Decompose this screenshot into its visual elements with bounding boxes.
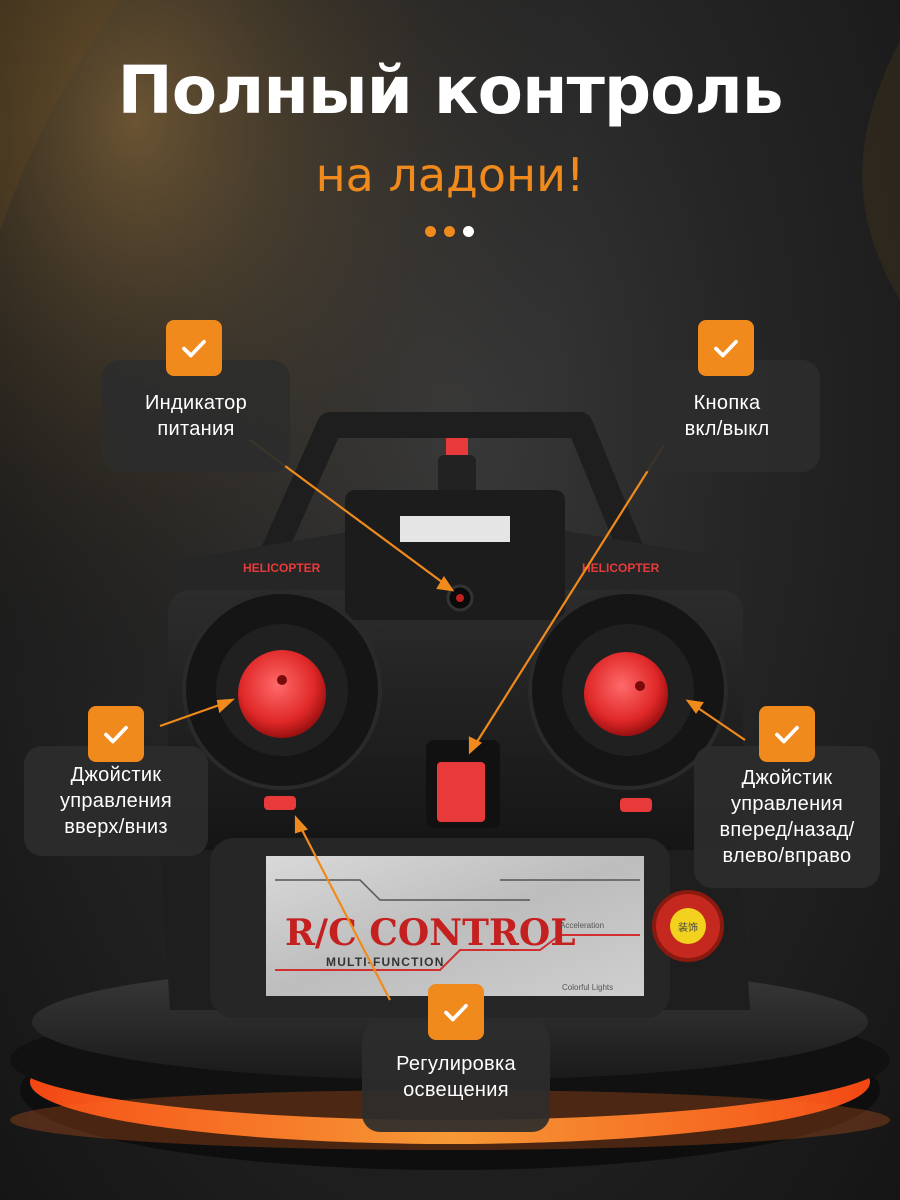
pager-dot-active[interactable]	[463, 226, 474, 237]
brand-left: HELICOPTER	[243, 561, 321, 575]
callout-power-indicator: Индикатор питания	[102, 360, 290, 472]
check-icon	[104, 725, 128, 744]
brand-right: HELICOPTER	[582, 561, 660, 575]
plate-acceleration-label: Acceleration	[560, 921, 604, 930]
check-icon	[444, 1003, 468, 1022]
right-joystick-knob	[584, 652, 668, 736]
callout-joystick-left-text: Джойстик управления вверх/вниз	[59, 764, 173, 838]
pager-dot[interactable]	[425, 226, 436, 237]
pointer-left-joystick	[159, 701, 226, 728]
check-badge	[698, 320, 754, 376]
callout-lights: Регулировка освещения	[362, 1022, 550, 1132]
check-icon	[714, 339, 738, 358]
check-icon	[182, 339, 206, 358]
pointer-power-button	[474, 444, 665, 746]
pointer-lights	[299, 825, 391, 1001]
check-badge	[88, 706, 144, 762]
check-badge	[759, 706, 815, 762]
callout-power-indicator-text: Индикатор питания	[144, 392, 248, 440]
callout-power-button: Кнопка вкл/выкл	[634, 360, 820, 472]
plate-lights-label: Colorful Lights	[562, 983, 613, 992]
check-badge	[166, 320, 222, 376]
knob-label: 装饰	[678, 921, 698, 934]
left-joystick-knob	[238, 650, 326, 738]
label-strip	[400, 516, 510, 542]
check-icon	[775, 725, 799, 744]
pager-dots	[425, 226, 474, 237]
plate-title: R/C CONTROL	[285, 912, 576, 954]
callout-power-button-text: Кнопка вкл/выкл	[684, 392, 770, 440]
page-subtitle: на ладони!	[315, 148, 585, 202]
callout-lights-text: Регулировка освещения	[396, 1053, 516, 1101]
check-badge	[428, 984, 484, 1040]
callout-joystick-left: Джойстик управления вверх/вниз	[24, 746, 208, 856]
plate-subtitle: MULTI-FUNCTION	[326, 955, 445, 969]
power-switch	[437, 762, 485, 822]
callout-joystick-right: Джойстик управления вперед/назад/ влево/…	[694, 746, 880, 888]
pager-dot[interactable]	[444, 226, 455, 237]
callout-joystick-right-text: Джойстик управления вперед/назад/ влево/…	[719, 767, 855, 867]
pointer-right-joystick	[694, 705, 746, 741]
page-title: Полный контроль	[117, 52, 783, 129]
